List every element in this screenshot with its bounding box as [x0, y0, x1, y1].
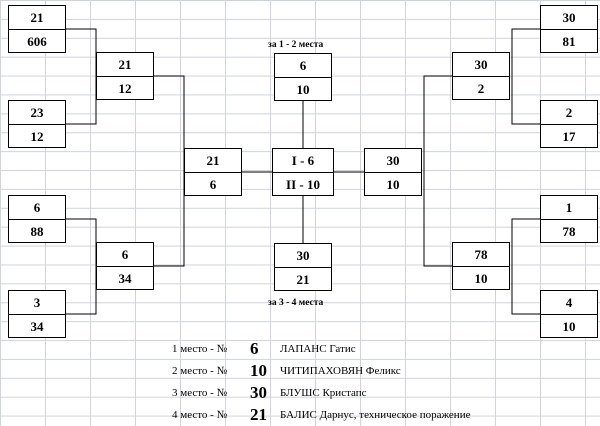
bracket-line — [66, 76, 97, 125]
match-box-left-r1-3: 6 88 — [8, 195, 66, 243]
seed-top: 30 — [275, 244, 331, 268]
match-box-right-r1-2: 2 17 — [540, 100, 598, 148]
seed-bottom: 10 — [386, 176, 400, 192]
seed-top: 6 — [275, 54, 331, 78]
result-place: 4 место - № — [172, 409, 228, 421]
match-box-right-r2-1: 30 2 — [452, 52, 510, 100]
match-box-left-r1-2: 23 12 — [8, 100, 66, 148]
match-box-left-r2-1: 21 12 — [96, 52, 154, 100]
seed-bottom: 12 — [118, 80, 132, 96]
seed-top: 78 — [453, 243, 509, 267]
seed-top: 3 — [9, 291, 65, 315]
seed-bottom: 34 — [118, 270, 132, 286]
seed-top: 30 — [365, 149, 421, 173]
seed-top: 21 — [185, 149, 241, 173]
seed-bottom: 10 — [474, 270, 488, 286]
bracket-line — [511, 76, 540, 125]
results-list: 1 место - № 6 ЛАПАНС Гатис 2 место - № 1… — [172, 338, 470, 426]
seed-top: 30 — [541, 6, 597, 30]
result-row-2: 2 место - № 10 ЧИТИПАХОВЯН Феликс — [172, 360, 470, 382]
result-number: 6 — [250, 339, 259, 358]
final-12-label: за 1 - 2 места — [268, 40, 324, 50]
seed-bottom: 10 — [296, 81, 310, 97]
bracket-line — [423, 172, 452, 267]
seed-top: 6 — [9, 196, 65, 220]
seed-top: 1 — [541, 196, 597, 220]
seed-bottom: 10 — [562, 318, 576, 334]
result-name: ЛАПАНС Гатис — [280, 343, 356, 355]
result-place: 1 место - № — [172, 343, 228, 355]
bracket-line — [511, 266, 540, 315]
seed-bottom: 17 — [562, 128, 576, 144]
match-box-final-34: 30 21 — [274, 243, 332, 291]
bracket-line — [154, 172, 185, 267]
seed-top: 30 — [453, 53, 509, 77]
seed-top: 4 — [541, 291, 597, 315]
result-place: 3 место - № — [172, 387, 228, 399]
final-second-place: II - 10 — [286, 176, 320, 192]
match-box-right-r1-1: 30 81 — [540, 5, 598, 53]
match-box-left-r1-4: 3 34 — [8, 290, 66, 338]
seed-top: 23 — [9, 101, 65, 125]
result-number: 30 — [250, 383, 267, 402]
seed-bottom: 81 — [562, 33, 576, 49]
match-box-right-semi: 30 10 — [364, 148, 422, 196]
result-name: ЧИТИПАХОВЯН Феликс — [280, 365, 401, 377]
result-row-3: 3 место - № 30 БЛУШС Кристапс — [172, 382, 470, 404]
seed-top: 2 — [541, 101, 597, 125]
seed-bottom: 34 — [30, 318, 44, 334]
bracket-line — [511, 218, 540, 266]
seed-bottom: 12 — [30, 128, 44, 144]
result-number: 10 — [250, 361, 267, 380]
bracket-line — [66, 218, 97, 266]
result-number: 21 — [250, 405, 267, 424]
result-row-1: 1 место - № 6 ЛАПАНС Гатис — [172, 338, 470, 360]
match-box-left-r2-2: 6 34 — [96, 242, 154, 290]
bracket-line — [66, 28, 97, 76]
match-box-right-r1-4: 4 10 — [540, 290, 598, 338]
seed-top: 21 — [97, 53, 153, 77]
match-box-final-12: 6 10 — [274, 53, 332, 101]
match-box-right-r1-3: 1 78 — [540, 195, 598, 243]
seed-top: 6 — [97, 243, 153, 267]
result-place: 2 место - № — [172, 365, 228, 377]
seed-bottom: 78 — [562, 223, 576, 239]
final-first-place: I - 6 — [273, 149, 333, 173]
seed-top: 21 — [9, 6, 65, 30]
result-name: БЛУШС Кристапс — [280, 387, 367, 399]
bracket-line — [66, 266, 97, 315]
bracket-line — [511, 28, 540, 76]
bracket-line — [154, 75, 185, 172]
final-34-label: за 3 - 4 места — [268, 298, 324, 308]
result-name: БАЛИС Дарнус, техническое поражение — [280, 409, 471, 421]
seed-bottom: 6 — [209, 176, 217, 192]
match-box-left-semi: 21 6 — [184, 148, 242, 196]
result-row-4: 4 место - № 21 БАЛИС Дарнус, техническое… — [172, 404, 470, 426]
seed-bottom: 2 — [477, 80, 485, 96]
bracket-line — [423, 75, 452, 172]
match-box-final-center: I - 6 II - 10 — [272, 148, 334, 196]
match-box-right-r2-2: 78 10 — [452, 242, 510, 290]
seed-bottom: 606 — [27, 33, 47, 49]
match-box-left-r1-1: 21 606 — [8, 5, 66, 53]
seed-bottom: 21 — [296, 271, 310, 287]
seed-bottom: 88 — [30, 223, 44, 239]
